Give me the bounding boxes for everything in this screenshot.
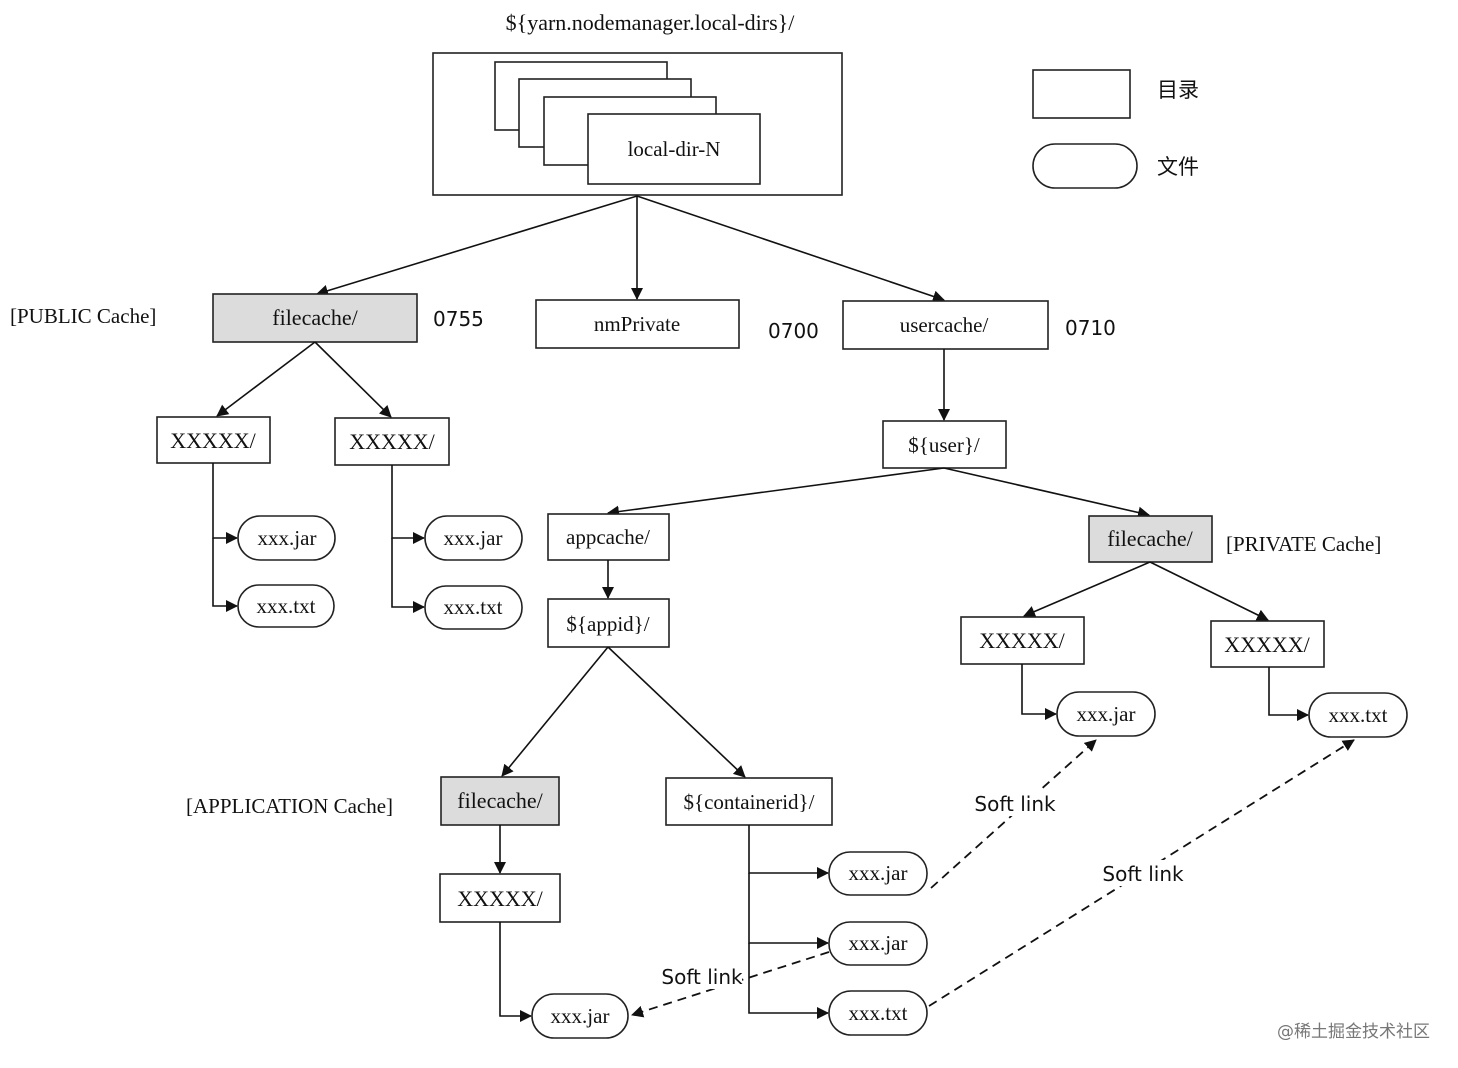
application-jar-file xyxy=(531,993,629,1039)
edge-public-dir-a xyxy=(216,341,316,417)
legend-dir-label: 目录 xyxy=(1157,78,1199,102)
private-txt-file xyxy=(1308,692,1408,738)
edge-user-private xyxy=(943,467,1150,519)
root-dirs-label: ${yarn.nodemanager.local-dirs}/ xyxy=(506,10,796,35)
containerid-label: ${containerid}/ xyxy=(684,790,815,814)
public-b-jar-file xyxy=(424,515,523,561)
appcache-label: appcache/ xyxy=(566,525,650,549)
edge-container-jar1 xyxy=(748,825,829,879)
private-dir-a-label: XXXXX/ xyxy=(979,628,1065,653)
softlink-container-jar-to-app-jar xyxy=(631,951,830,1018)
legend-file-label: 文件 xyxy=(1157,155,1199,179)
local-dir-n-label: local-dir-N xyxy=(628,137,721,161)
container-jar2-file xyxy=(828,921,928,966)
private-dir-b-box xyxy=(1210,620,1325,668)
softlink-3-label: Soft link xyxy=(661,965,743,989)
public-cache-label: [PUBLIC Cache] xyxy=(10,304,156,328)
edge-container-txt xyxy=(748,943,829,1019)
edge-container-jar2 xyxy=(748,873,829,949)
private-cache-label: [PRIVATE Cache] xyxy=(1226,532,1381,556)
softlink-2-label: Soft link xyxy=(1102,862,1184,886)
nmprivate-perm: 0700 xyxy=(768,319,819,343)
edge-private-a-jar xyxy=(1021,664,1057,720)
application-filecache-label: filecache/ xyxy=(457,788,543,813)
legend-dir-shape xyxy=(1032,69,1131,119)
application-jar-label: xxx.jar xyxy=(551,1004,610,1028)
private-jar-file xyxy=(1056,691,1156,737)
public-dir-b-label: XXXXX/ xyxy=(349,429,435,454)
softlink-container-txt-to-private-txt xyxy=(928,739,1355,1007)
application-dir-label: XXXXX/ xyxy=(457,886,543,911)
container-jar1-label: xxx.jar xyxy=(849,861,908,885)
container-jar1-file xyxy=(828,851,928,896)
edge-public-dir-b xyxy=(314,341,392,418)
private-txt-label: xxx.txt xyxy=(1329,703,1388,727)
public-dir-a-box xyxy=(156,416,271,464)
application-filecache-box xyxy=(440,776,560,826)
public-a-jar-file xyxy=(237,515,336,561)
private-filecache-label: filecache/ xyxy=(1107,526,1193,551)
edge-root-usercache xyxy=(636,195,945,303)
nmprivate-label: nmPrivate xyxy=(594,312,680,336)
private-jar-label: xxx.jar xyxy=(1077,702,1136,726)
edge-public-a-jar xyxy=(212,463,238,544)
softlink-2-bg xyxy=(1102,860,1184,886)
softlink-1-label: Soft link xyxy=(974,792,1056,816)
edge-private-dir-a xyxy=(1023,561,1151,618)
local-dir-n-box xyxy=(587,113,761,185)
appcache-box xyxy=(547,513,670,561)
user-label: ${user}/ xyxy=(908,433,980,457)
appid-label: ${appid}/ xyxy=(566,612,649,636)
public-a-txt-label: xxx.txt xyxy=(257,594,316,618)
usercache-label: usercache/ xyxy=(900,313,989,337)
public-dir-a-label: XXXXX/ xyxy=(170,428,256,453)
public-filecache-box xyxy=(212,293,418,343)
nmprivate-box xyxy=(535,299,740,349)
edge-public-a-txt xyxy=(212,538,238,612)
containerid-box xyxy=(665,777,833,826)
edge-appid-container xyxy=(607,646,746,778)
public-b-txt-label: xxx.txt xyxy=(444,595,503,619)
softlink-1-bg xyxy=(974,790,1056,816)
application-cache-label: [APPLICATION Cache] xyxy=(186,794,393,818)
public-a-jar-label: xxx.jar xyxy=(258,526,317,550)
public-b-jar-label: xxx.jar xyxy=(444,526,503,550)
softlink-3-bg xyxy=(662,963,742,989)
private-dir-a-box xyxy=(960,616,1085,665)
container-txt-file xyxy=(828,990,928,1036)
edge-private-b-txt xyxy=(1268,667,1309,721)
public-b-txt-file xyxy=(424,585,523,630)
edge-appid-filecache xyxy=(501,646,609,777)
edge-private-dir-b xyxy=(1149,561,1269,621)
application-dir-box xyxy=(439,873,561,923)
user-box xyxy=(882,420,1007,469)
public-a-txt-file xyxy=(237,584,335,628)
usercache-perm: 0710 xyxy=(1065,316,1116,340)
public-perm: 0755 xyxy=(433,307,484,331)
legend-file-shape xyxy=(1032,143,1138,189)
edge-root-filecache xyxy=(316,195,638,297)
edge-public-b-jar xyxy=(391,465,425,544)
private-filecache-box xyxy=(1088,515,1213,563)
appid-box xyxy=(547,598,670,648)
container-jar2-label: xxx.jar xyxy=(849,931,908,955)
edge-appdir-jar xyxy=(499,922,532,1022)
edge-user-appcache xyxy=(607,467,945,518)
edge-public-b-txt xyxy=(391,538,425,613)
watermark-text: @稀土掘金技术社区 xyxy=(1277,1022,1430,1042)
private-dir-b-label: XXXXX/ xyxy=(1224,632,1310,657)
usercache-box xyxy=(842,300,1049,350)
public-filecache-label: filecache/ xyxy=(272,305,358,330)
public-dir-b-box xyxy=(334,417,450,466)
container-txt-label: xxx.txt xyxy=(849,1001,908,1025)
